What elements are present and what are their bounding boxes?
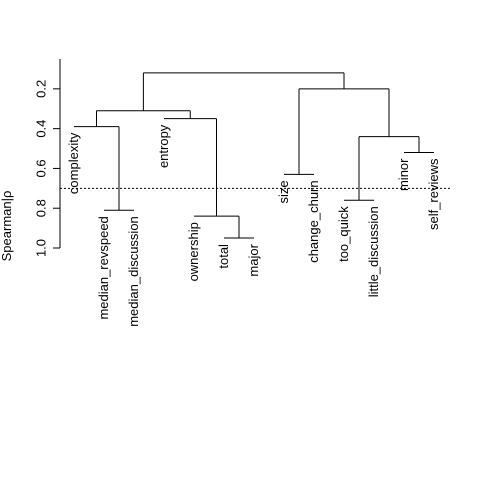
leaf-label: too_quick	[336, 206, 351, 262]
leaf-label: change_churn	[306, 180, 321, 262]
y-axis-ticks: 0.2 0.4 0.6 0.8 1.0	[33, 80, 60, 257]
leaf-label: size	[276, 180, 291, 203]
leaf-label: ownership	[186, 222, 201, 281]
leaf-label: complexity	[66, 132, 81, 194]
leaf-label: median_revspeed	[96, 216, 111, 319]
dendrogram-tree	[74, 72, 434, 239]
leaf-label: little_discussion	[366, 206, 381, 297]
leaf-label: total	[216, 244, 231, 269]
leaf-label: major	[246, 243, 261, 276]
y-tick-label: 0.2	[33, 80, 48, 98]
leaf-labels: complexity median_revspeed median_discussi…	[66, 124, 441, 327]
leaf-label: self_reviews	[426, 158, 441, 230]
y-tick-label: 0.8	[33, 199, 48, 217]
y-tick-label: 0.6	[33, 159, 48, 177]
leaf-label: entropy	[156, 124, 171, 168]
y-tick-label: 0.4	[33, 120, 48, 138]
leaf-label: median_discussion	[126, 216, 141, 327]
leaf-label: minor	[396, 158, 411, 191]
y-tick-label: 1.0	[33, 239, 48, 257]
y-axis-label: Spearman|ρ	[0, 191, 14, 262]
